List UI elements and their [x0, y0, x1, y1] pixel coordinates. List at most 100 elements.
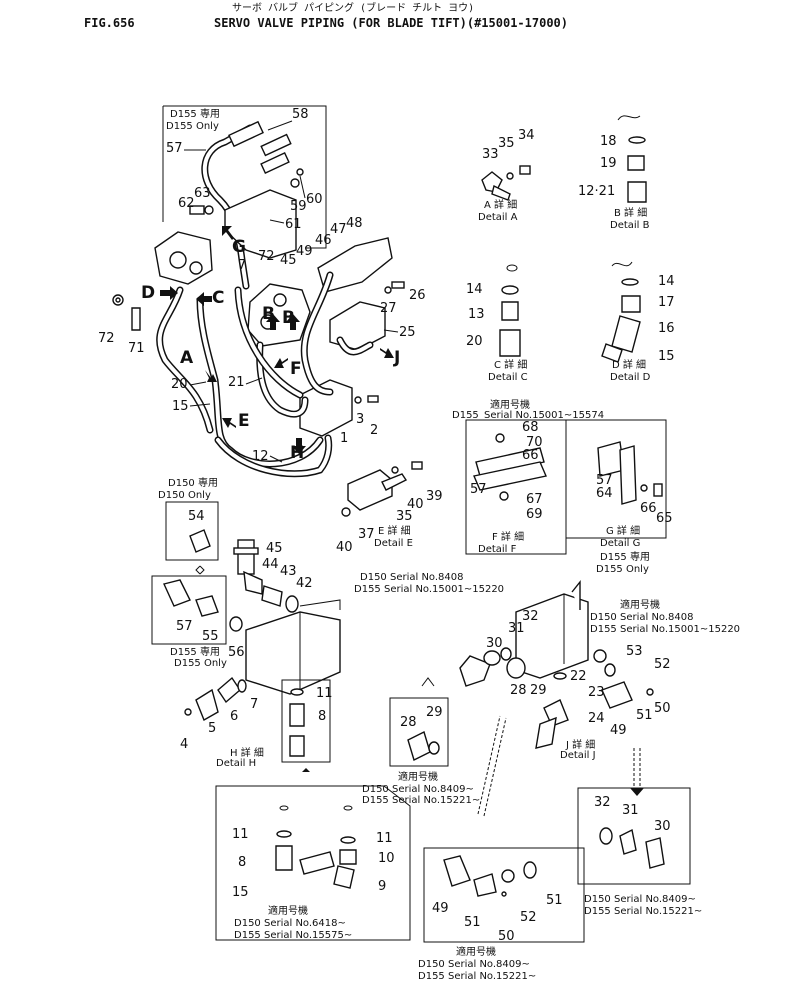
part-28-frame: [389, 697, 449, 767]
callout-15b: 15: [232, 885, 249, 900]
part-53: [189, 529, 211, 553]
g-d155-en: D155 Only: [596, 564, 649, 575]
callout-56g: 57: [596, 473, 613, 488]
detail-D: 14 17 16 15 D 詳 細 Detail D: [601, 261, 675, 383]
callout-53: 54: [188, 509, 205, 524]
callout-49b: 50: [498, 929, 515, 944]
detail-D-jp: D 詳 細: [612, 358, 646, 371]
part-54: [195, 595, 219, 617]
detail-E-jp: E 詳 細: [378, 524, 411, 537]
callout-36: 35: [396, 509, 413, 524]
view-letter-J: J: [393, 348, 400, 368]
bot-j-jp: 適用号機: [456, 945, 496, 958]
callout-2: 2: [370, 423, 378, 438]
callout-56f: 57: [470, 482, 487, 497]
mid-left-line2: D155 Serial No.15001~15220: [354, 584, 504, 595]
callout-6: 6: [230, 709, 238, 724]
callout-9: 9: [378, 879, 386, 894]
callout-34: 34: [518, 128, 535, 143]
d155-only-en: D155 Only: [166, 121, 219, 132]
callout-19: 19: [600, 156, 617, 171]
bot-j-line1: D150 Serial No.8409~: [418, 959, 530, 970]
callout-56: 57: [166, 141, 183, 156]
detail-F-jp: F 詳 細: [492, 530, 524, 543]
callout-5: 5: [208, 721, 216, 736]
view-letter-labels: A B B C D E F G H J: [141, 237, 400, 463]
callout-70: 70: [526, 435, 543, 450]
callout-40: 40: [407, 497, 424, 512]
d155-only-frame: [162, 105, 327, 249]
h-sub-frame: [281, 679, 331, 763]
callout-68: 68: [522, 420, 539, 435]
arrow-zigzag-left: [477, 715, 507, 817]
callout-31b: 31: [622, 803, 639, 818]
serial-f-jp: 適用号機: [490, 398, 530, 411]
callout-31: 31: [508, 621, 525, 636]
view-letter-E: E: [238, 411, 250, 431]
view-letter-B2: B: [282, 308, 295, 328]
callout-30: 30: [486, 636, 503, 651]
callout-32b: 32: [594, 795, 611, 810]
callout-50b2: 51: [546, 893, 563, 908]
callout-45: 46: [315, 233, 332, 248]
bot-right-line1: D150 Serial No.8409~: [584, 894, 696, 905]
bottom-j-box: 49 51 50 52 51: [423, 847, 585, 944]
callout-39: 40: [336, 540, 353, 555]
callout-33: 33: [482, 147, 499, 162]
callout-15: 15: [172, 399, 189, 414]
callout-30b: 30: [654, 819, 671, 834]
callout-8b: 8: [238, 855, 246, 870]
callout-52: 53: [626, 644, 643, 659]
g-d155-jp: D155 専用: [600, 551, 650, 563]
callout-48b: 49: [432, 901, 449, 916]
callout-69: 69: [526, 507, 543, 522]
washer-62: [204, 205, 214, 215]
callout-28: 28: [400, 715, 417, 730]
detail-C: 14 13 20 C 詳 細 Detail C: [466, 264, 528, 383]
callout-48: 49: [296, 244, 313, 259]
callout-18: 18: [600, 134, 617, 149]
callout-60: 61: [285, 217, 302, 232]
detail-F: 68 70 66 57 67 69 F 詳 細 Detail F: [470, 420, 547, 555]
bot-h-jp: 適用号機: [268, 904, 308, 917]
figure-title: SERVO VALVE PIPING (FOR BLADE TIFT)(#150…: [214, 16, 568, 30]
callout-46: 47: [330, 222, 347, 237]
callout-47: 48: [346, 216, 363, 231]
bot-j-line2: D155 Serial No.15221~: [418, 971, 536, 982]
view-letter-G: G: [232, 237, 246, 257]
washer-27: [384, 286, 392, 294]
callout-48j: 49: [610, 723, 627, 738]
callout-43: 44: [262, 557, 279, 572]
d150-only-frame: [165, 501, 219, 561]
detail-G-frame: [565, 419, 667, 539]
valve-block-center: [247, 283, 311, 347]
callout-66: 66: [522, 448, 539, 463]
callout-28j: 28: [510, 683, 527, 698]
detail-H-jp: H 詳 細: [230, 746, 264, 759]
d155-left-jp: D155 専用: [170, 646, 220, 658]
detail-E: 35 40 39 37 40 E 詳 細 Detail E: [336, 461, 443, 555]
detail-G: 57 64 66 65 G 詳 細 Detail G: [596, 441, 673, 549]
callout-21: 21: [228, 375, 245, 390]
bolt-71: [131, 307, 141, 331]
callout-37: 37: [358, 527, 375, 542]
fitting-57a: [228, 120, 264, 148]
valve-block-25: [329, 301, 386, 351]
mid-left-line1: D150 Serial No.8408: [360, 572, 464, 583]
d150-only-en: D150 Only: [158, 490, 211, 501]
callout-1: 1: [340, 431, 348, 446]
bot-28-jp: 適用号機: [398, 770, 438, 783]
callout-72: 72: [98, 331, 115, 346]
callout-55: 56: [228, 645, 245, 660]
detail-J-en: Detail J: [560, 750, 596, 761]
callout-42: 43: [280, 564, 297, 579]
callout-14d: 14: [658, 274, 675, 289]
callout-50b1: 51: [464, 915, 481, 930]
main-hoses: [156, 271, 374, 478]
callout-12-21: 12·21: [578, 184, 615, 199]
detail-J: 30 31 32 28 29 22 23 24 53 52 50 51 49 J…: [459, 580, 671, 761]
callout-59: 60: [306, 192, 323, 207]
detail-G-jp: G 詳 細: [606, 524, 640, 537]
callout-4: 4: [180, 737, 188, 752]
mid-right-line2: D155 Serial No.15001~15220: [590, 624, 740, 635]
